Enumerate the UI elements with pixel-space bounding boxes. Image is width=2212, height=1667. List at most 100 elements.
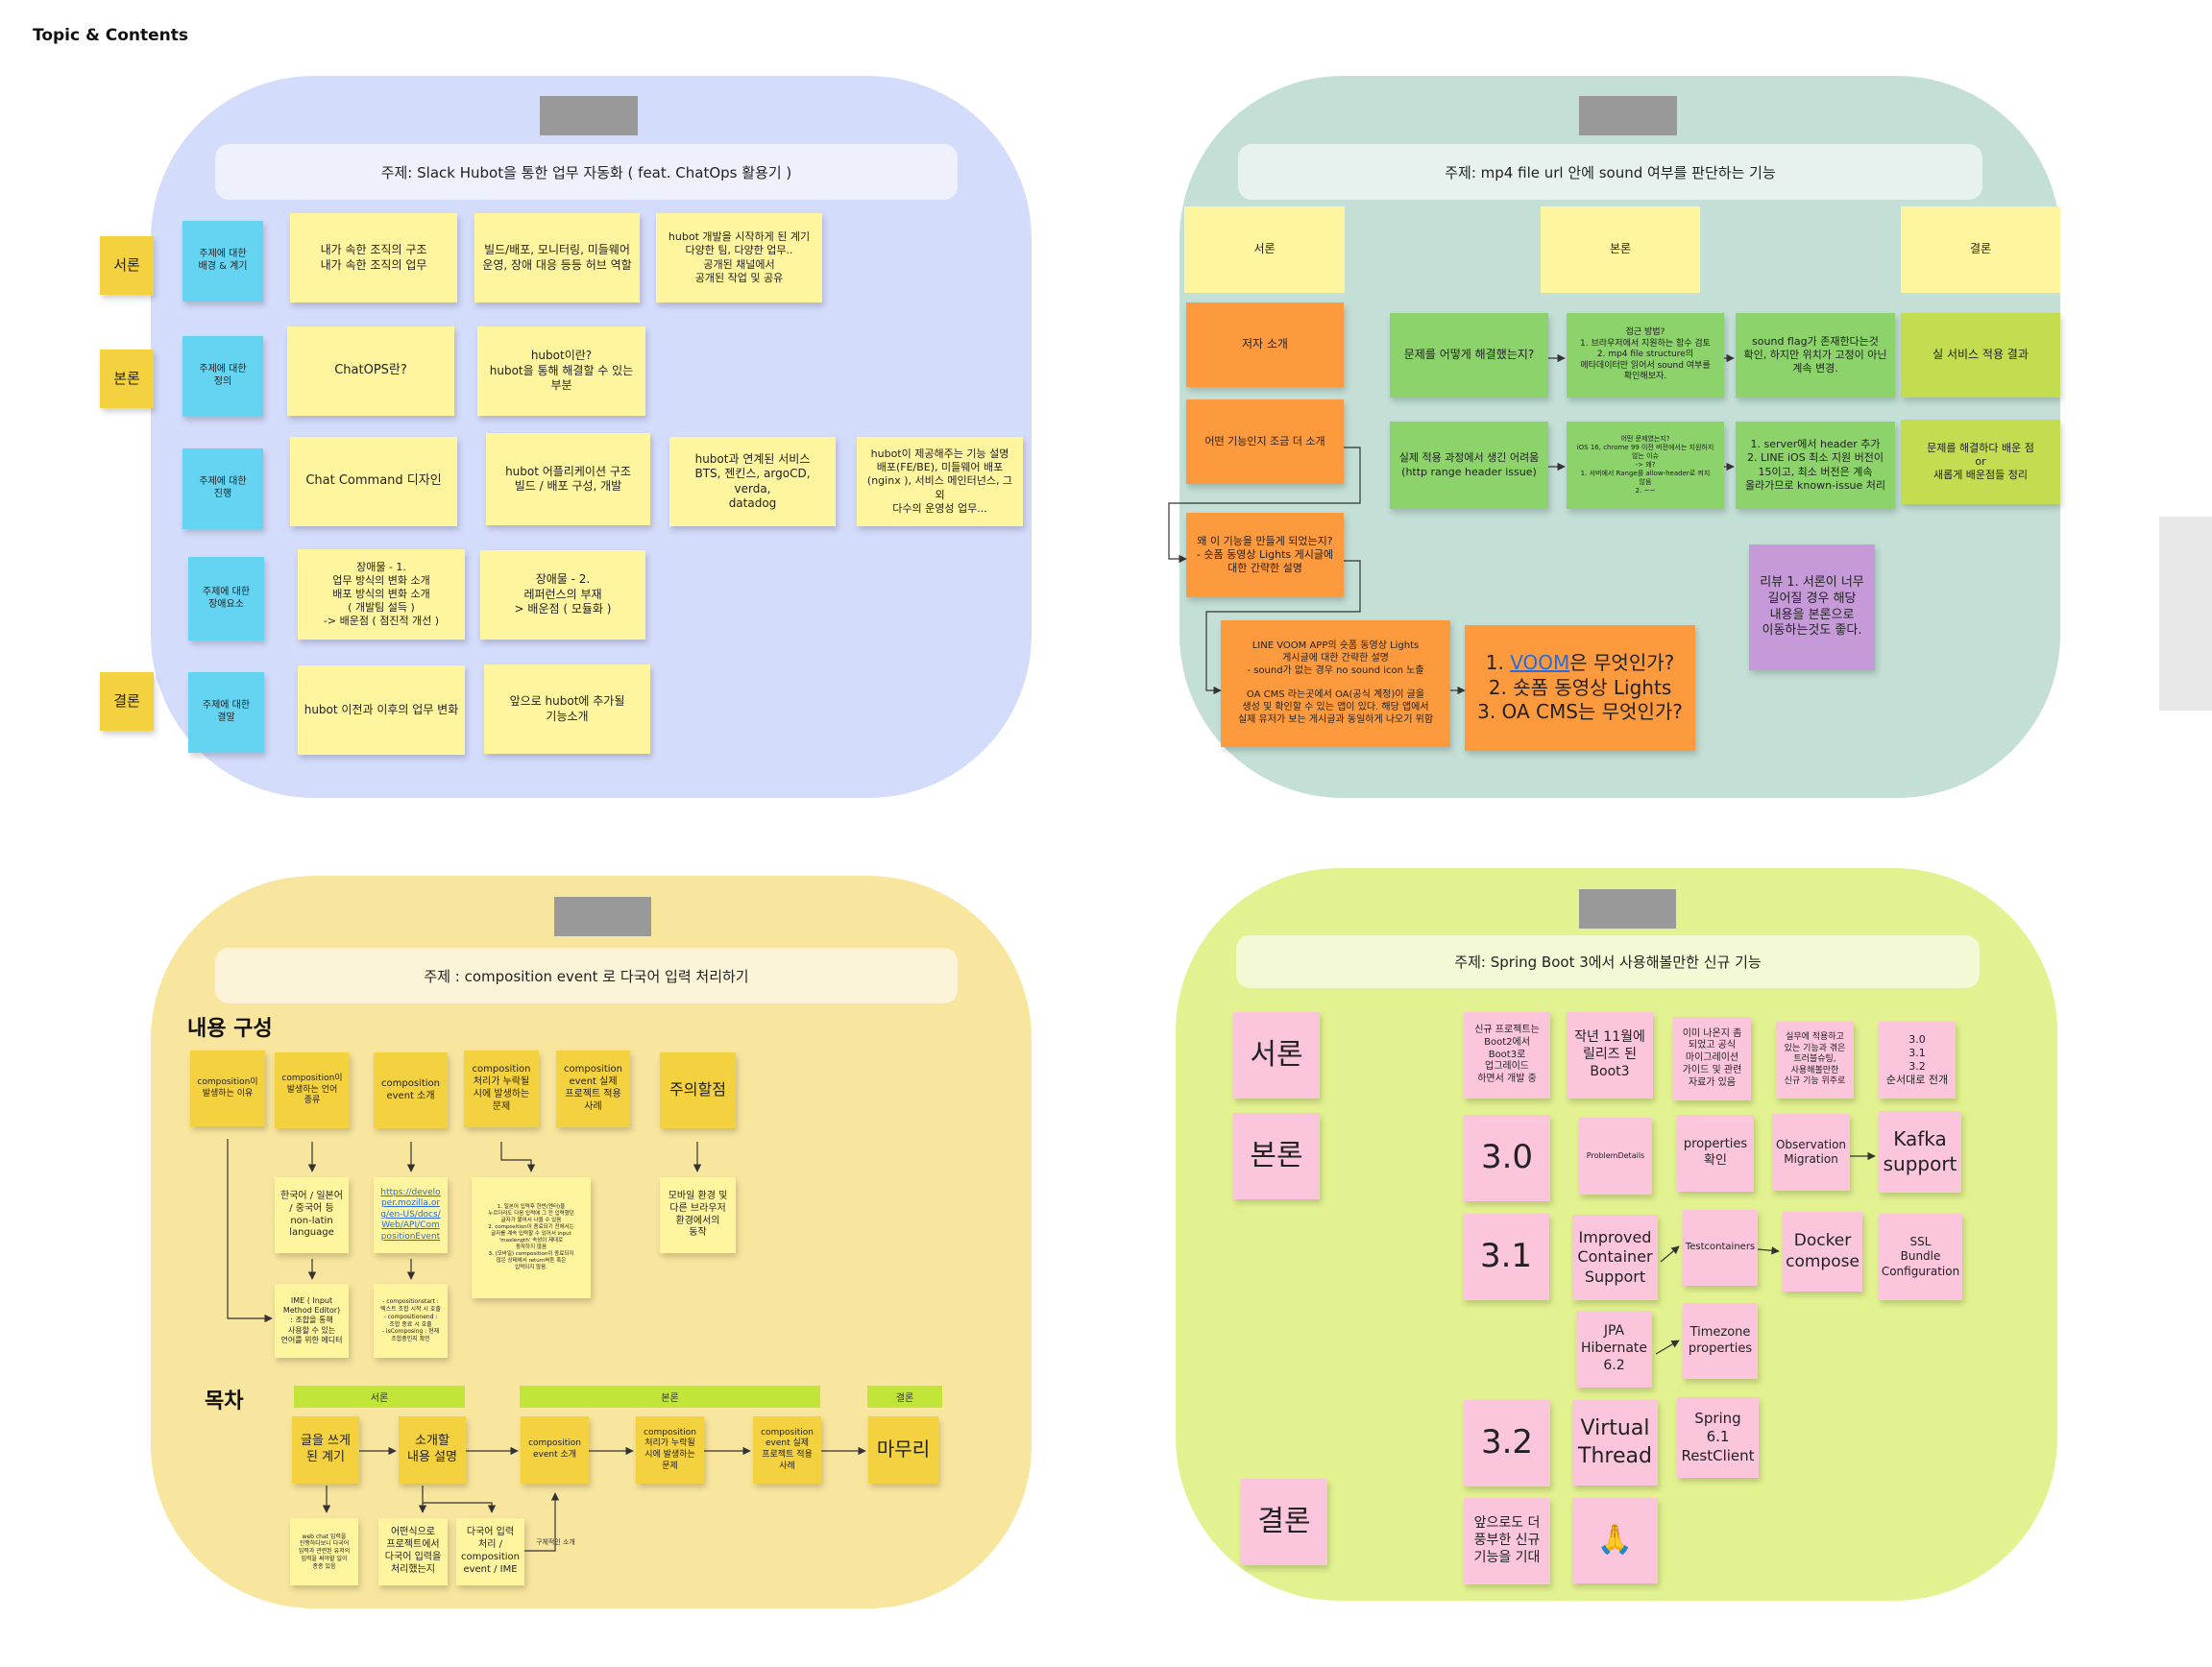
sticky-note: composition event 실제 프로젝트 적용 사례: [753, 1416, 821, 1484]
sticky-note: - compositionstart : 텍스트 조합 시작 시 호출 - co…: [374, 1284, 448, 1358]
sticky-note: composition event 실제 프로젝트 적용 사례: [556, 1051, 630, 1127]
review-note: 리뷰 1. 서론이 너무 길어질 경우 해당 내용을 본론으로 이동하는것도 좋…: [1749, 544, 1875, 670]
row-progress: 주제에 대한 진행: [182, 448, 263, 529]
board-label-placeholder: [554, 897, 651, 936]
row-ending: 주제에 대한 결말: [188, 672, 264, 753]
sticky-note: Timezone properties: [1683, 1303, 1758, 1379]
sticky-note: ChatOPS란?: [287, 326, 454, 416]
toc-bar-conclusion: 결론: [867, 1386, 942, 1408]
sticky-note: Virtual Thread: [1572, 1400, 1658, 1486]
sticky-note: sound flag가 존재한다는것 확인, 하지만 위치가 고정이 아닌 계속…: [1736, 313, 1895, 398]
sticky-note: 어떤 기능인지 조금 더 소개: [1186, 399, 1344, 484]
sticky-note: 앞으로도 더 풍부한 신규 기능을 기대: [1464, 1498, 1550, 1584]
question-1: 1. VOOM은 무엇인가?: [1485, 651, 1675, 675]
sticky-note: JPA Hibernate 6.2: [1576, 1311, 1652, 1388]
question-2: 2. 숏폼 동영상 Lights: [1488, 675, 1672, 699]
board-label-placeholder: [1579, 96, 1677, 135]
sticky-note: 어떤식으로 프로젝트에서 다국어 입력을 처리했는지: [378, 1518, 448, 1585]
sticky-note: composition 처리가 누락될 시에 발생하는 문제: [636, 1416, 704, 1484]
heading-toc: 목차: [205, 1389, 244, 1413]
sticky-note: hubot 어플리케이션 구조 빌드 / 배포 구성, 개발: [486, 433, 650, 525]
sticky-note: hubot이 제공해주는 기능 설명 배포(FE/BE), 미들웨어 배포 (n…: [857, 437, 1023, 526]
sticky-note: 내가 속한 조직의 구조 내가 속한 조직의 업무: [290, 213, 457, 302]
sticky-note: hubot이란? hubot을 통해 해결할 수 있는 부분: [477, 326, 645, 416]
topic-bar: 주제 : composition event 로 다국어 입력 처리하기: [215, 948, 958, 1003]
sticky-note: 장애물 - 2. 레퍼런스의 부재 > 배운점 ( 모듈화 ): [480, 550, 645, 640]
heading-content-structure: 내용 구성: [187, 1017, 273, 1041]
section-body: 본론: [1233, 1113, 1320, 1199]
version-3-0: 3.0: [1464, 1115, 1550, 1201]
sticky-note: 장애물 - 1. 업무 방식의 변화 소개 배포 방식의 변화 소개 ( 개발팀…: [298, 549, 465, 640]
sticky-note: 소개할 내용 설명: [399, 1416, 466, 1484]
sticky-note: composition event 소개: [521, 1416, 589, 1484]
sticky-note: IME ( Input Method Editor) : 조합을 통해 사용할 …: [275, 1284, 349, 1358]
sticky-note: 실 서비스 적용 결과: [1901, 313, 2060, 398]
sticky-note: ProblemDetails: [1579, 1118, 1652, 1195]
sticky-note: 1. server에서 header 추가 2. LINE iOS 최소 지원 …: [1736, 422, 1895, 509]
sticky-note: composition 처리가 누락될 시에 발생하는 문제: [464, 1051, 539, 1127]
board-label-placeholder: [1579, 889, 1676, 929]
voom-link[interactable]: VOOM: [1510, 651, 1570, 675]
sticky-note: 다국어 입력 처리 / composition event / IME: [456, 1518, 524, 1585]
sticky-note: hubot 개발을 시작하게 된 계기 다양한 팀, 다양한 업무.. 공개된 …: [656, 213, 822, 302]
sticky-note: Docker compose: [1783, 1212, 1862, 1292]
sticky-note: LINE VOOM APP의 숏폼 동영상 Lights 게시글에 대한 간략한…: [1221, 620, 1450, 747]
sticky-note: 주의할점: [660, 1052, 736, 1128]
link-note: https://developer.mozilla.org/en-US/docs…: [374, 1177, 448, 1253]
sticky-note: Spring 6.1 RestClient: [1677, 1397, 1759, 1478]
topic-bar: 주제: Spring Boot 3에서 사용해볼만한 신규 기능: [1236, 935, 1980, 988]
sticky-note: 실제 적용 과정에서 생긴 어려움 (http range header iss…: [1390, 422, 1548, 509]
sticky-note: 신규 프로젝트는 Boot2에서 Boot3로 업그레이드 하면서 개발 중: [1464, 1012, 1550, 1099]
sticky-note: composition event 소개: [374, 1052, 448, 1128]
sticky-note: 3.0 3.1 3.2 순서대로 전개: [1879, 1022, 1956, 1099]
sticky-note: hubot 이전과 이후의 업무 변화: [298, 665, 465, 755]
sticky-note: 앞으로 hubot에 추가될 기능소개: [484, 664, 650, 754]
sticky-note: properties 확인: [1677, 1115, 1754, 1192]
sticky-note: 어떤 문제였는지? iOS 16, chrome 99 이전 버전에서는 지원하…: [1567, 422, 1724, 509]
sticky-note: 실무에 적용하고 있는 기능과 겪은 트러블슈팅, 사용해볼만한 신규 기능 위…: [1776, 1022, 1854, 1099]
sticky-note: 접근 방법? 1. 브라우저에서 지원하는 함수 검토 2. mp4 file …: [1567, 313, 1724, 398]
header-conclusion: 결론: [1901, 206, 2060, 293]
sticky-note: web chat 입력을 진행하다보니 다국어 입력과 관련된 유저의 입력을 …: [290, 1518, 358, 1585]
question-3: 3. OA CMS는 무엇인가?: [1477, 700, 1683, 724]
sticky-note: SSL Bundle Configuration: [1879, 1214, 1962, 1300]
sticky-note: composition이 발생하는 언어 종류: [275, 1052, 350, 1128]
sticky-note: 마무리: [868, 1416, 938, 1484]
sticky-note: hubot과 연계된 서비스 BTS, 젠킨스, argoCD, verda, …: [669, 437, 836, 526]
version-3-1: 3.1: [1463, 1214, 1549, 1300]
sticky-note: 작년 11월에 릴리즈 된 Boot3: [1567, 1012, 1653, 1099]
header-intro: 서론: [1184, 206, 1345, 293]
section-body: 본론: [100, 350, 154, 408]
row-obstacles: 주제에 대한 장애요소: [188, 557, 264, 640]
section-conclusion: 결론: [1241, 1479, 1327, 1565]
sticky-note: Improved Container Support: [1572, 1215, 1658, 1300]
sticky-note: 1. 일본어 입력후 한번(엔터)을 누르더라도 다음 입력에 그 전 입력했던…: [472, 1177, 591, 1298]
section-intro: 서론: [100, 236, 154, 295]
sticky-note: 글을 쓰게 된 계기: [292, 1416, 359, 1484]
page-title: Topic & Contents: [33, 26, 189, 45]
board-label-placeholder: [540, 96, 638, 135]
sticky-note: 이미 나온지 좀 되었고 공식 마이그레이션 가이드 및 관련 자료가 있음: [1673, 1017, 1751, 1100]
topic-bar: 주제: Slack Hubot을 통한 업무 자동화 ( feat. ChatO…: [215, 144, 958, 200]
toc-bar-intro: 서론: [294, 1386, 465, 1408]
topic-bar: 주제: mp4 file url 안에 sound 여부를 판단하는 기능: [1238, 144, 1982, 200]
sticky-note: 왜 이 기능을 만들게 되었는지? - 숏폼 동영상 Lights 게시글에 대…: [1186, 513, 1344, 597]
row-definition: 주제에 대한 정의: [182, 336, 263, 417]
annotation-text: 구체적인 소개: [536, 1538, 575, 1546]
sticky-note: composition이 발생하는 이유: [190, 1051, 265, 1126]
side-panel: [2159, 517, 2212, 711]
sticky-note: 모바일 환경 및 다른 브라우저 환경에서의 동작: [660, 1177, 736, 1253]
sticky-note: 빌드/배포, 모니터링, 미들웨어 운영, 장애 대응 등등 허브 역할: [474, 213, 640, 302]
sticky-note: 문제를 어떻게 해결했는지?: [1390, 313, 1548, 398]
row-background: 주제에 대한 배경 & 계기: [182, 221, 263, 302]
pray-emoji-note: 🙏: [1572, 1498, 1658, 1583]
sticky-note: 저자 소개: [1186, 302, 1344, 387]
sticky-note: Kafka support: [1879, 1111, 1961, 1193]
section-conclusion: 결론: [100, 672, 154, 731]
questions-note: 1. VOOM은 무엇인가? 2. 숏폼 동영상 Lights 3. OA CM…: [1465, 625, 1695, 751]
section-intro: 서론: [1233, 1012, 1320, 1099]
sticky-note: 문제를 해결하다 배운 점 or 새롭게 배운점들 정리: [1901, 420, 2060, 504]
mdn-composition-link[interactable]: https://developer.mozilla.org/en-US/docs…: [380, 1187, 441, 1242]
sticky-note: 한국어 / 일본어 / 중국어 등 non-latin language: [275, 1177, 349, 1253]
toc-bar-body: 본론: [520, 1386, 820, 1408]
